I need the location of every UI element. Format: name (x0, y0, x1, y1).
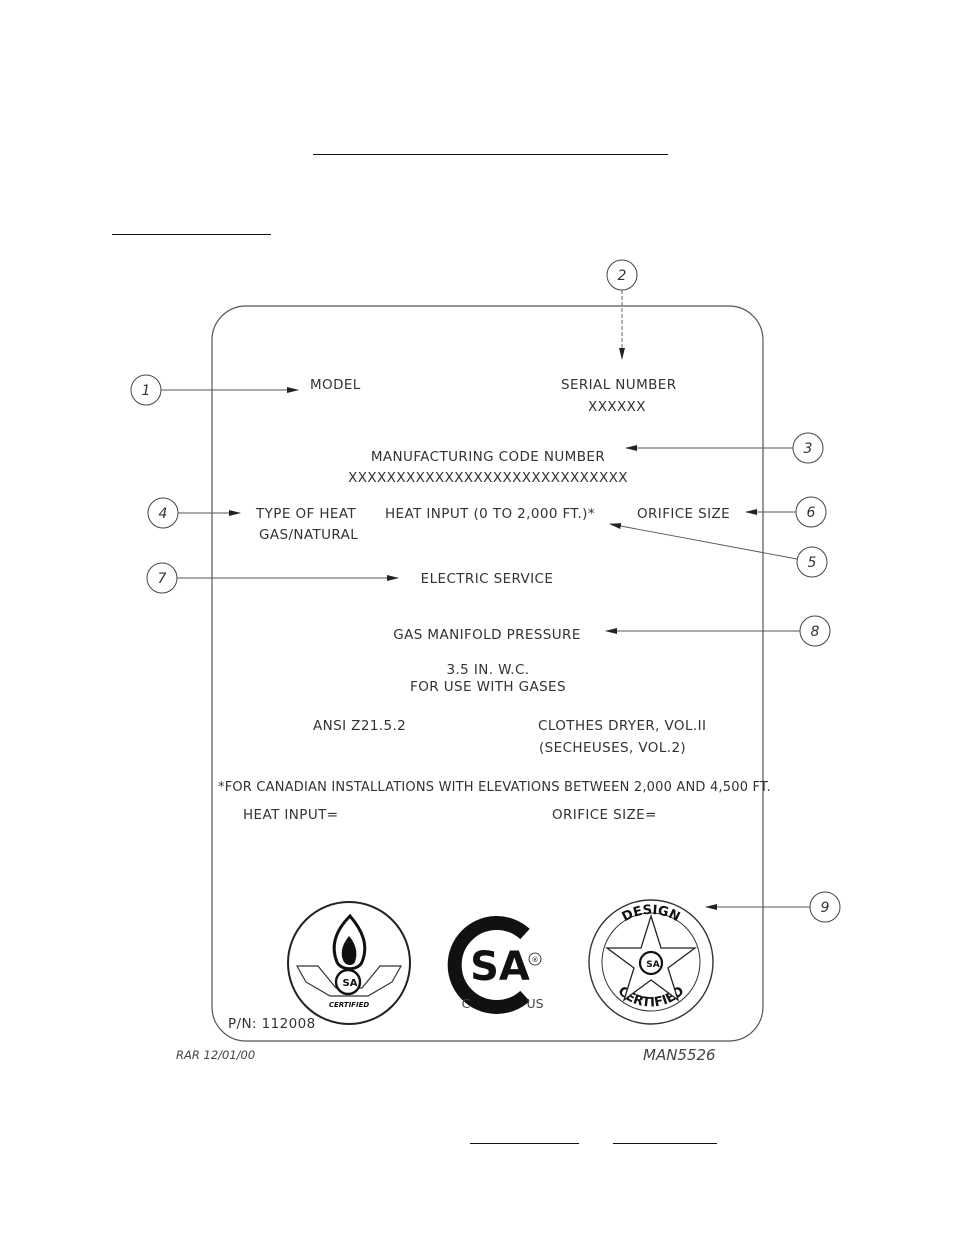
callout-1-number: 1 (142, 383, 151, 399)
drawn-by-date: RAR 12/01/00 (176, 1048, 255, 1062)
callout-1: 1 (130, 374, 299, 406)
use-with-gases: FOR USE WITH GASES (410, 679, 566, 695)
star-csa-text: SA (646, 960, 659, 970)
rating-plate-outline (211, 305, 764, 1042)
csa-big-text: SA (470, 944, 530, 990)
callout-6: 6 (745, 496, 827, 528)
electric-service-label: ELECTRIC SERVICE (421, 571, 554, 587)
callout-4-number: 4 (159, 506, 168, 522)
footer-rule-right (613, 1143, 717, 1144)
csa-flame-certified-logo: SA CERTIFIED (287, 901, 411, 1025)
callout-8-number: 8 (811, 624, 820, 640)
registered-mark: ® (532, 956, 539, 964)
orifice-size-label: ORIFICE SIZE (637, 506, 730, 522)
csa-c-us-logo: SA ® C US (447, 916, 544, 1014)
callout-5: 5 (609, 523, 828, 578)
csa-big-c-icon (447, 916, 530, 1014)
csa-small-c-icon (334, 968, 362, 996)
callout-6-number: 6 (807, 505, 816, 521)
csa-us-label: US (526, 996, 543, 1011)
callout-3-number: 3 (804, 441, 813, 457)
callout-3: 3 (625, 432, 824, 464)
clothes-dryer-standard: CLOTHES DRYER, VOL.II (538, 718, 706, 734)
serial-number-value: XXXXXX (588, 399, 646, 415)
registered-circle (528, 952, 542, 966)
callout-9-number: 9 (821, 900, 830, 916)
heat-input-equals: HEAT INPUT= (243, 807, 338, 823)
callout-8: 8 (605, 615, 831, 647)
footer-rule-left (470, 1143, 579, 1144)
design-certified-seal-logo: DESIGN CERTIFIED SA (588, 899, 714, 1025)
orifice-size-equals: ORIFICE SIZE= (552, 807, 657, 823)
callout-4: 4 (147, 497, 241, 529)
gas-manifold-label: GAS MANIFOLD PRESSURE (393, 627, 581, 643)
type-of-heat-label: TYPE OF HEAT (255, 506, 356, 522)
callout-9: 9 (705, 891, 841, 923)
leader-line-5 (609, 523, 798, 560)
callout-2: 2 (606, 259, 638, 360)
heat-input-label: HEAT INPUT (0 TO 2,000 FT.)* (385, 506, 595, 522)
callout-7-number: 7 (158, 571, 167, 587)
csa-c-label: C (462, 996, 471, 1011)
star-csa-c-icon (638, 950, 664, 976)
secheuses-standard: (SECHEUSES, VOL.2) (539, 740, 686, 756)
callout-5-number: 5 (808, 555, 817, 571)
drawing-number: MAN5526 (643, 1046, 716, 1064)
flame-inner-icon (341, 936, 357, 965)
csa-small-text: SA (343, 978, 358, 989)
model-label: MODEL (310, 377, 361, 393)
section-rule (112, 234, 271, 235)
type-of-heat-value: GAS/NATURAL (259, 527, 358, 543)
serial-number-label: SERIAL NUMBER (561, 377, 677, 393)
part-number: P/N: 112008 (228, 1016, 316, 1032)
title-rule (313, 154, 668, 155)
canadian-installation-note: *FOR CANADIAN INSTALLATIONS WITH ELEVATI… (218, 780, 771, 795)
ansi-standard: ANSI Z21.5.2 (313, 718, 406, 734)
callout-7: 7 (146, 562, 399, 594)
certified-small-text: CERTIFIED (329, 1001, 370, 1009)
mfg-code-label: MANUFACTURING CODE NUMBER (371, 449, 605, 465)
mfg-code-value: XXXXXXXXXXXXXXXXXXXXXXXXXXXXX (348, 470, 628, 486)
callout-2-number: 2 (618, 268, 627, 284)
burner-tray-shape (295, 965, 403, 997)
pressure-value: 3.5 IN. W.C. (446, 662, 529, 678)
